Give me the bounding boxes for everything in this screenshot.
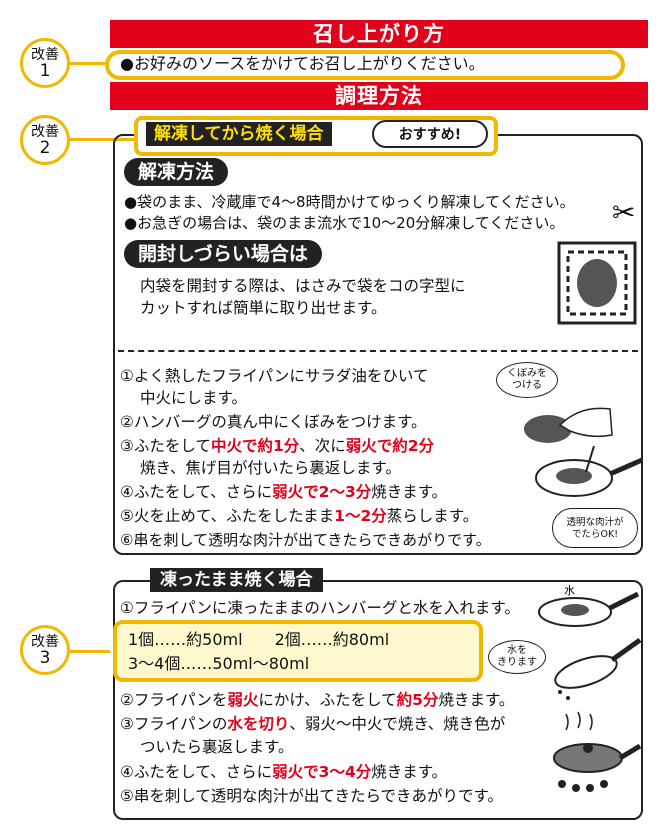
kaizen-num: 2 xyxy=(39,138,51,158)
frozen-step-1: ①フライパンに凍ったままのハンバーグと水を入れます。 xyxy=(120,599,520,617)
lidded-pan-icon xyxy=(553,711,642,792)
step-text: 焼きます。 xyxy=(438,691,515,709)
kaizen1-highlight xyxy=(105,50,625,80)
step-text: ⑤火を止めて、ふたをしたまま xyxy=(120,507,335,525)
water-label: 水 xyxy=(564,584,575,597)
kaizen-num: 1 xyxy=(39,61,51,81)
thaw-step-1b: 中火にします。 xyxy=(140,389,247,407)
hard-open-line-2: カットすれば簡単に取り出せます。 xyxy=(140,299,387,317)
kaizen-num: 3 xyxy=(39,648,51,668)
bubble-drain: 水を きります xyxy=(488,640,546,674)
frozen-step-3: ③フライパンの水を切り、弱火〜中火で焼き、焼き色が xyxy=(120,714,505,734)
drain-pan-icon xyxy=(554,637,642,700)
step-emphasis: 中火で約1分 xyxy=(210,437,300,455)
thaw-step-3b: 焼き、焦げ目が付いたら裏返します。 xyxy=(140,459,401,477)
step-emphasis: 弱火 xyxy=(227,691,259,709)
serving-note: ●お好みのソースをかけてお召し上がりください。 xyxy=(120,54,485,73)
frozen-step-4: ④ふたをして、さらに弱火で3〜4分焼きます。 xyxy=(120,762,447,782)
frozen-panel xyxy=(113,580,643,820)
kaizen-label: 改善 xyxy=(31,124,59,140)
step-text: にかけ、ふたをして xyxy=(258,691,397,709)
bubble-dent: くぼみを つける xyxy=(496,362,558,398)
step-emphasis: 水を切り xyxy=(227,715,290,733)
bubble-juice: 透明な肉汁が でたらOK! xyxy=(552,508,638,548)
cooking-title: 調理方法 xyxy=(335,84,423,108)
step-text: ②フライパンを xyxy=(120,691,228,709)
hard-open-line-1: 内袋を開封する際は、はさみで袋をコの字型に xyxy=(140,277,466,295)
step-text: 焼きます。 xyxy=(371,483,448,501)
step-emphasis: 1〜2分 xyxy=(334,507,387,525)
step-text: ③フライパンの xyxy=(120,715,228,733)
serving-title-bar: 召し上がり方 xyxy=(110,20,648,48)
frozen-heading: 凍ったまま焼く場合 xyxy=(150,568,323,592)
step-emphasis: 弱火で約2分 xyxy=(345,437,435,455)
kaizen-label: 改善 xyxy=(31,634,59,650)
step-text: 蒸らします。 xyxy=(386,507,479,525)
kaizen1-connector xyxy=(70,62,106,65)
kaizen3-connector xyxy=(70,650,110,653)
thaw-line-2: ●お急ぎの場合は、袋のまま流水で10〜20分解凍してください。 xyxy=(124,214,565,232)
scissors-icon: ✂ xyxy=(612,196,636,229)
thaw-step-2: ②ハンバーグの真ん中にくぼみをつけます。 xyxy=(120,413,427,431)
step-text: ③ふたをして xyxy=(120,437,211,455)
kaizen3-highlight xyxy=(113,620,483,682)
kaizen-badge-3: 改善 3 xyxy=(20,625,70,675)
step-emphasis: 弱火で3〜4分 xyxy=(272,763,372,781)
thaw-method-title: 解凍方法 xyxy=(124,158,229,186)
frozen-step-3b: ついたら裏返します。 xyxy=(140,738,294,756)
cooking-title-bar: 調理方法 xyxy=(110,82,648,110)
thaw-step-3: ③ふたをして中火で約1分、次に弱火で約2分 xyxy=(120,436,434,456)
step-text: 、弱火〜中火で焼き、焼き色が xyxy=(289,715,506,733)
kaizen2-connector xyxy=(70,138,134,141)
step-emphasis: 約5分 xyxy=(396,691,439,709)
kaizen-badge-1: 改善 1 xyxy=(20,38,70,88)
thaw-step-4: ④ふたをして、さらに弱火で2〜3分焼きます。 xyxy=(120,482,447,502)
step-text: 焼きます。 xyxy=(371,763,448,781)
bag-cut-icon xyxy=(557,241,637,325)
step-text: 、次に xyxy=(299,437,346,455)
thaw-step-6: ⑥串を刺して透明な肉汁が出てきたらできあがりです。 xyxy=(120,531,491,549)
frozen-step-2: ②フライパンを弱火にかけ、ふたをして約5分焼きます。 xyxy=(120,690,514,710)
divider xyxy=(118,350,638,352)
thawed-heading: 解凍してから焼く場合 xyxy=(146,122,332,146)
hand-press-icon xyxy=(524,407,613,443)
thaw-line-1: ●袋のまま、冷蔵庫で4〜8時間かけてゆっくり解凍してください。 xyxy=(124,193,575,211)
water-amount-line-1: 1個……約50ml 2個……約80ml xyxy=(128,630,390,649)
frozen-step-5: ⑤串を刺して透明な肉汁が出てきたらできあがりです。 xyxy=(120,787,503,805)
serving-title: 召し上がり方 xyxy=(313,22,445,46)
step-text: ④ふたをして、さらに xyxy=(120,763,273,781)
thaw-step-5: ⑤火を止めて、ふたをしたまま1〜2分蒸らします。 xyxy=(120,506,478,526)
frying-pan-icon xyxy=(535,445,644,497)
kaizen-badge-2: 改善 2 xyxy=(20,115,70,165)
thaw-step-1a: ①よく熱したフライパンにサラダ油をひいて xyxy=(120,367,429,385)
kaizen-label: 改善 xyxy=(31,47,59,63)
step-emphasis: 弱火で2〜3分 xyxy=(272,483,372,501)
step-text: ④ふたをして、さらに xyxy=(120,483,273,501)
hard-open-title: 開封しづらい場合は xyxy=(124,240,322,268)
water-amount-line-2: 3〜4個……50ml〜80ml xyxy=(128,654,310,673)
pan-water-icon: 水 xyxy=(538,584,640,627)
recommend-badge: おすすめ! xyxy=(372,120,488,148)
